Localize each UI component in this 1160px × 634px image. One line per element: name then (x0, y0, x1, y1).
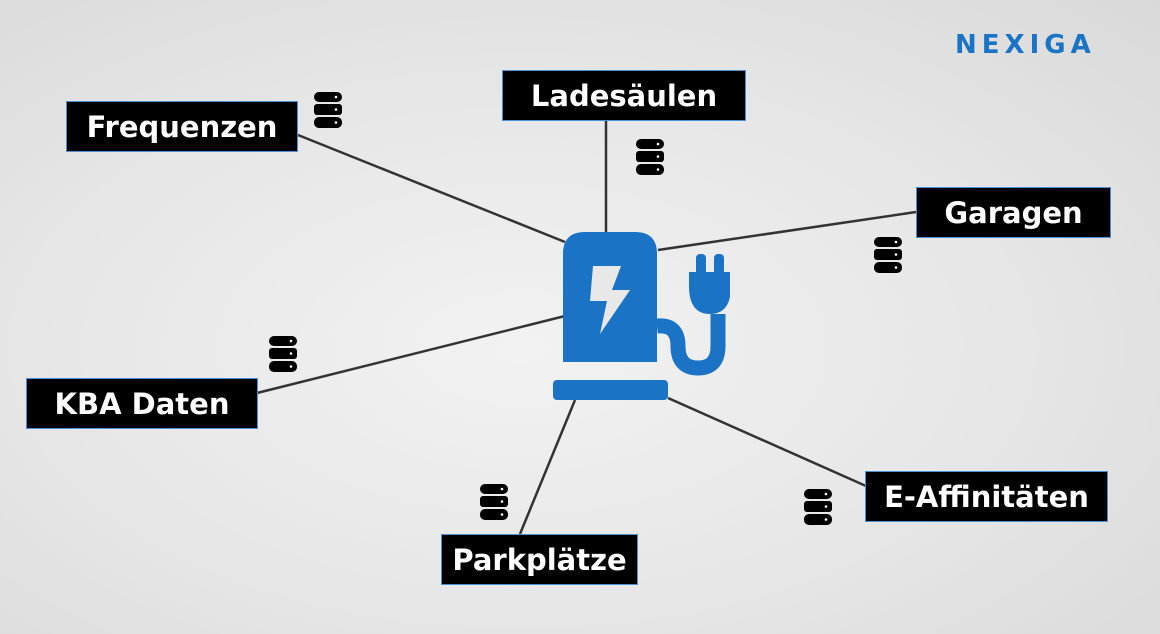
node-frequenzen: Frequenzen (66, 101, 298, 152)
node-kba-daten: KBA Daten (26, 378, 258, 429)
nexiga-logo: NEXIGA (955, 30, 1096, 60)
node-e-affinitaeten: E-Affinitäten (865, 471, 1108, 522)
database-icon (873, 236, 903, 274)
connector-e-affinitaeten (667, 396, 867, 488)
connector-parkplaetze (518, 399, 577, 535)
connector-frequenzen (297, 133, 566, 244)
node-parkplaetze: Parkplätze (441, 534, 638, 585)
database-icon (268, 335, 298, 373)
database-icon (803, 488, 833, 526)
database-icon (479, 483, 509, 521)
database-icon (313, 91, 343, 129)
node-ladesaeulen: Ladesäulen (502, 70, 746, 121)
ev-charging-station-icon (553, 232, 730, 400)
connector-kba-daten (256, 314, 566, 395)
database-icon (635, 138, 665, 176)
node-garagen: Garagen (916, 187, 1111, 238)
connector-garagen (657, 210, 917, 252)
